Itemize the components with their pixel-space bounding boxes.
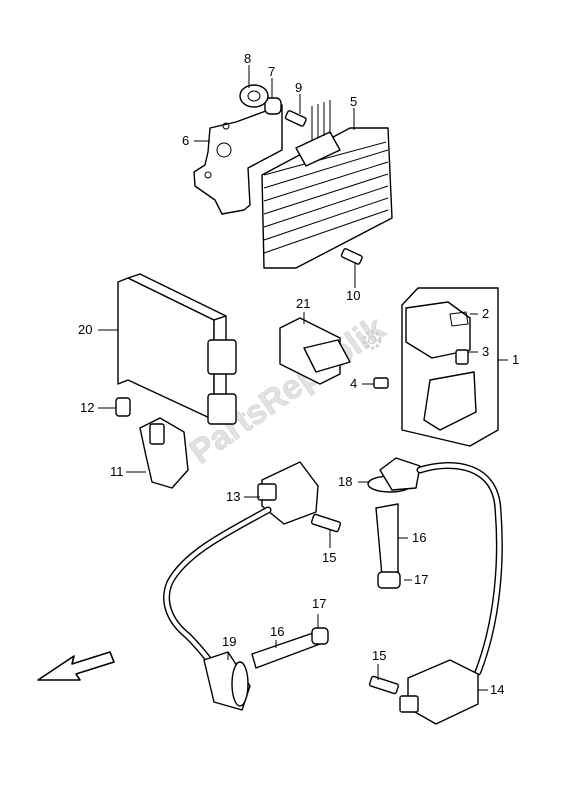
connector-part-21 — [279, 317, 351, 385]
callout-14: 14 — [490, 682, 504, 697]
callout-1: 1 — [512, 352, 519, 367]
direction-arrow-icon — [37, 651, 115, 681]
callouts: 8 7 9 5 6 10 21 20 2 3 1 4 12 11 13 18 1… — [78, 51, 519, 697]
callout-20: 20 — [78, 322, 92, 337]
callout-11: 11 — [110, 464, 124, 479]
screw-part-4 — [373, 377, 389, 389]
callout-16b: 16 — [270, 624, 284, 639]
callout-13: 13 — [226, 489, 240, 504]
plug-cap-part-19 — [203, 651, 251, 711]
callout-21: 21 — [296, 296, 310, 311]
callout-9: 9 — [295, 80, 302, 95]
bracket-part-6 — [193, 104, 283, 215]
relay-cover-part-2 — [449, 311, 469, 327]
callout-4: 4 — [350, 376, 357, 391]
callout-3: 3 — [482, 344, 489, 359]
bolt-part-15b — [368, 675, 400, 695]
high-tension-wire-a — [163, 506, 272, 668]
grommet-part-8 — [239, 84, 269, 108]
gear-icon — [362, 330, 382, 350]
plug-extension-part-16b — [251, 631, 321, 669]
callout-7: 7 — [268, 64, 275, 79]
cap-seal-part-17a — [377, 571, 401, 589]
ignition-coil-part-14 — [399, 659, 479, 725]
callout-18: 18 — [338, 474, 352, 489]
bolt-part-15a — [310, 513, 342, 533]
callout-16a: 16 — [412, 530, 426, 545]
regulator-rectifier-part-5 — [261, 100, 393, 269]
high-tension-wire-b — [416, 462, 503, 676]
callout-10: 10 — [346, 288, 360, 303]
callout-6: 6 — [182, 133, 189, 148]
plug-cap-part-18 — [367, 457, 421, 493]
bolt-part-10 — [340, 248, 363, 265]
ecm-part-20 — [117, 273, 237, 425]
callout-15b: 15 — [372, 648, 386, 663]
callout-8: 8 — [244, 51, 251, 66]
callout-2: 2 — [482, 306, 489, 321]
callout-17b: 17 — [312, 596, 326, 611]
callout-15a: 15 — [322, 550, 336, 565]
nut-part-7 — [264, 97, 282, 115]
pickup-sensor-part-11 — [139, 417, 189, 489]
callout-12: 12 — [80, 400, 94, 415]
screw-part-12 — [115, 397, 131, 417]
leader-lines — [98, 65, 508, 691]
plug-extension-part-16a — [375, 503, 399, 577]
callout-5: 5 — [350, 94, 357, 109]
callout-19: 19 — [222, 634, 236, 649]
starter-relay-part-1 — [401, 287, 499, 447]
fuse-part-3 — [455, 349, 469, 365]
ignition-coil-part-13 — [257, 461, 319, 525]
cap-seal-part-17b — [311, 627, 329, 645]
bolt-part-9 — [284, 110, 307, 127]
callout-17a: 17 — [414, 572, 428, 587]
